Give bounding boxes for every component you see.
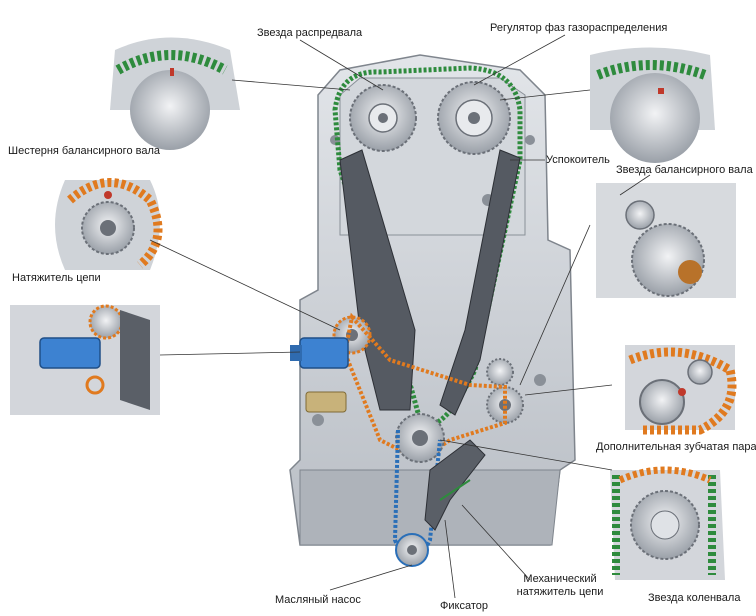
label-camshaft-sprocket: Звезда распредвала (257, 27, 363, 39)
hydraulic-chain-tensioner (290, 337, 349, 369)
inset-balancer-gear (55, 178, 163, 270)
timing-chain (332, 65, 523, 427)
label-extra-gear-pair: Дополнительная зубчатая пара (596, 441, 756, 453)
label-balancer-gear: Шестерня балансирного вала (8, 145, 160, 157)
inset-balancer-sprocket (596, 183, 736, 298)
inset-camshaft (110, 37, 240, 150)
label-mechanical-tensioner-line2: натяжитель цепи (516, 586, 604, 598)
label-mechanical-tensioner: Механический натяжитель цепи (510, 573, 610, 599)
inset-phase-regulator (590, 47, 715, 163)
balancer-chain (342, 312, 507, 463)
crank-sprocket (395, 413, 445, 463)
damper-guide (439, 149, 521, 416)
label-mechanical-tensioner-line1: Механический (523, 573, 597, 585)
inset-tensioner (10, 304, 160, 415)
label-crank-sprocket: Звезда коленвала (648, 592, 741, 604)
leader-lines (149, 34, 651, 599)
inset-crank-sprocket (610, 466, 725, 580)
camshaft-sprocket (349, 84, 417, 152)
label-damper: Успокоитель (546, 154, 610, 166)
label-chain-tensioner: Натяжитель цепи (12, 272, 101, 284)
oil-plug (305, 391, 347, 413)
label-oil-pump: Масляный насос (275, 594, 361, 606)
oil-pump-sprocket (395, 533, 429, 567)
label-retainer: Фиксатор (440, 600, 488, 612)
inset-extra-gear-pair (625, 345, 737, 435)
label-phase-regulator: Регулятор фаз газораспределения (490, 22, 668, 34)
mechanical-tensioner (424, 439, 486, 531)
label-balancer-sprocket: Звезда балансирного вала (616, 164, 753, 176)
phase-regulator-sprocket (437, 81, 511, 155)
